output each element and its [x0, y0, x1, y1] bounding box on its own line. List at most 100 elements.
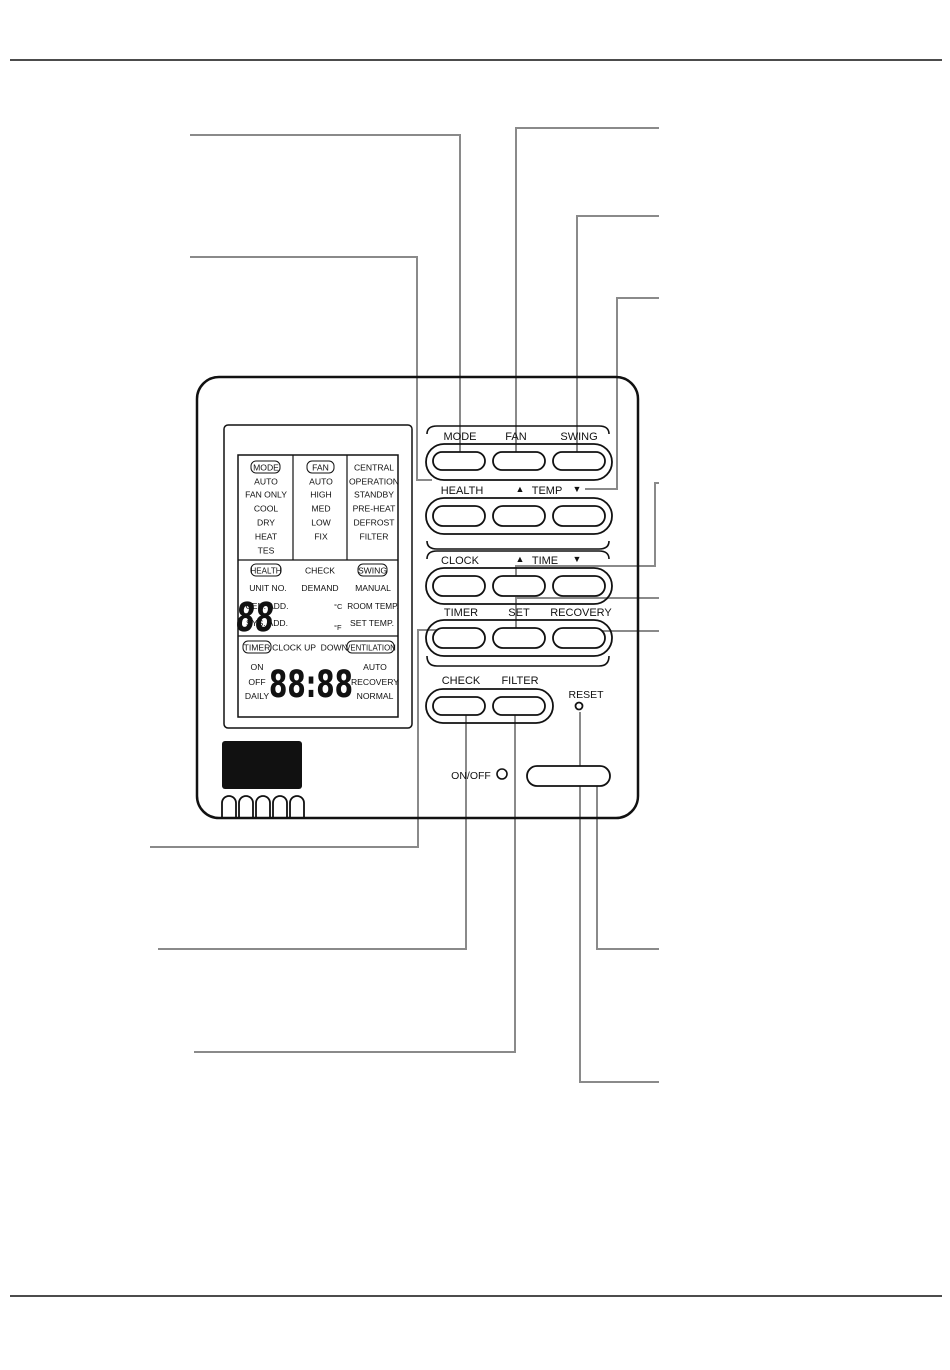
lcd-cen-add: CEN. ADD. — [246, 601, 289, 611]
mode-indicator-frame — [250, 460, 281, 474]
lcd-screen — [237, 454, 399, 718]
leader-fan — [515, 127, 659, 460]
on-off-button[interactable] — [526, 765, 611, 787]
lcd-mode-tes: TES — [258, 546, 275, 556]
lcd-fan-fix: FIX — [314, 532, 328, 542]
housing-row-5 — [425, 688, 554, 724]
reset-button-label: RESET — [568, 689, 604, 701]
temp-label: TEMP — [532, 485, 563, 497]
filter-button[interactable] — [492, 696, 546, 716]
vent-slot — [289, 795, 305, 818]
lcd-clock-up-down: CLOCK UP DOWN — [272, 643, 348, 653]
health-button-label: HEALTH — [441, 485, 484, 497]
button-labels: MODE FAN SWING HEALTH ▲ TEMP ▼ CLOCK ▲ T… — [441, 431, 613, 782]
timer-indicator-frame — [242, 640, 272, 654]
swing-button[interactable] — [552, 451, 606, 471]
group-guide-bottom — [426, 655, 610, 667]
lcd-manual: MANUAL — [355, 583, 391, 593]
set-button-label: SET — [508, 607, 530, 619]
leader-lines — [150, 127, 659, 1083]
group-guide-mid-top — [426, 550, 610, 560]
infrared-receiver-window — [222, 741, 302, 789]
vent-slot — [272, 795, 288, 818]
time-label: TIME — [532, 555, 558, 567]
group-guide-top — [426, 425, 610, 435]
lcd-unit-fahrenheit: °F — [334, 623, 342, 632]
lcd-fan-label: FAN — [312, 463, 329, 473]
lcd-unit-celsius: °C — [334, 602, 343, 611]
health-button[interactable] — [432, 505, 486, 527]
lcd-status-defrost: DEFROST — [353, 518, 395, 528]
group-guide-mid — [426, 540, 610, 550]
lcd-status-operation: OPERATION — [349, 477, 399, 487]
leader-mode — [190, 134, 461, 460]
temp-up-button[interactable] — [492, 505, 546, 527]
lcd-off: OFF — [248, 677, 265, 687]
lcd-health: HEALTH — [251, 567, 282, 576]
lcd-auto: AUTO — [363, 662, 387, 672]
lcd-sys-add: SYS. ADD. — [246, 618, 288, 628]
timer-button-label: TIMER — [444, 607, 478, 619]
button-housings — [425, 443, 613, 724]
lcd-status-pre-heat: PRE-HEAT — [353, 504, 397, 514]
time-up-arrow: ▲ — [516, 554, 525, 564]
lcd-daily: DAILY — [245, 691, 269, 701]
leader-check — [158, 707, 467, 950]
vent-slot — [221, 795, 237, 818]
temp-down-button[interactable] — [552, 505, 606, 527]
leader-timer — [150, 629, 440, 848]
buttons — [432, 451, 611, 787]
fan-button[interactable] — [492, 451, 546, 471]
housing-row-4 — [425, 619, 613, 657]
housing-row-3 — [425, 567, 613, 605]
lcd-on: ON — [251, 662, 264, 672]
reset-button[interactable] — [574, 701, 584, 711]
lcd-fan-high: HIGH — [310, 490, 331, 500]
lcd-mode-label: MODE — [253, 463, 279, 473]
lcd-check: CHECK — [305, 566, 335, 576]
set-button[interactable] — [492, 627, 546, 649]
housing-row-1 — [425, 443, 613, 481]
filter-button-label: FILTER — [501, 675, 538, 687]
lcd-mode-auto: AUTO — [254, 477, 278, 487]
clock-button[interactable] — [432, 575, 486, 597]
housing-row-2 — [425, 497, 613, 535]
swing-indicator-frame — [357, 563, 388, 577]
lcd-mode-fan-only: FAN ONLY — [245, 490, 287, 500]
lcd-ventilation: VENTILATION — [345, 644, 396, 653]
vent-slot — [255, 795, 271, 818]
leader-temp — [585, 297, 659, 490]
lcd-fan-low: LOW — [311, 518, 331, 528]
ventilation-indicator-frame — [346, 640, 395, 654]
lcd-unit-no: UNIT NO. — [249, 583, 287, 593]
lcd-set-temp: SET TEMP. — [350, 618, 394, 628]
swing-button-label: SWING — [560, 431, 597, 443]
lcd-mode-cool: COOL — [254, 504, 279, 514]
on-off-indicator-lamp — [496, 768, 508, 780]
lcd-swing: SWING — [358, 566, 387, 576]
timer-button[interactable] — [432, 627, 486, 649]
lcd-timer: TIMER — [244, 643, 271, 653]
lcd-status-filter: FILTER — [360, 532, 389, 542]
lcd-status-central: CENTRAL — [354, 463, 394, 473]
check-button-label: CHECK — [442, 675, 481, 687]
mode-button[interactable] — [432, 451, 486, 471]
recovery-button[interactable] — [552, 627, 606, 649]
on-off-label: ON/OFF — [451, 770, 491, 782]
time-down-arrow: ▼ — [573, 554, 582, 564]
time-down-button[interactable] — [552, 575, 606, 597]
leader-swing — [576, 215, 659, 460]
temp-down-arrow: ▼ — [573, 484, 582, 494]
lcd-room-temp: ROOM TEMP. — [347, 602, 399, 611]
lcd-fan-auto: AUTO — [309, 477, 333, 487]
check-button[interactable] — [432, 696, 486, 716]
lcd-display: MODE AUTO FAN ONLY COOL DRY HEAT TES FAN… — [223, 424, 413, 729]
health-indicator-frame — [250, 563, 282, 577]
lcd-status-standby: STANDBY — [354, 490, 394, 500]
ventilation-slots — [221, 795, 305, 818]
lcd-mode-heat: HEAT — [255, 532, 278, 542]
time-up-button[interactable] — [492, 575, 546, 597]
leader-time — [515, 482, 659, 585]
leader-set — [515, 597, 659, 638]
